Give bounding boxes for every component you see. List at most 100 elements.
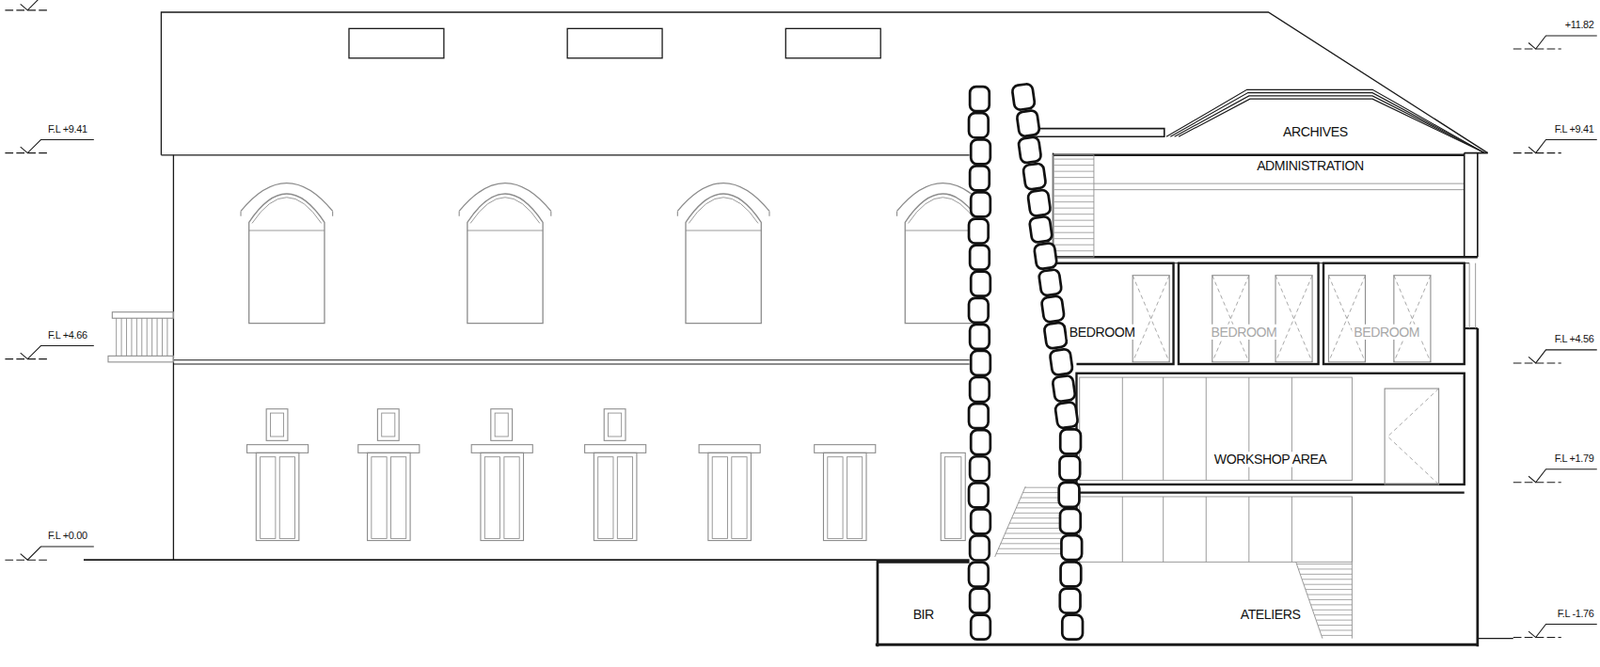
level-marker: [20, 546, 95, 560]
ground-line: [83, 558, 970, 561]
stair: [995, 486, 1353, 639]
stone-column: [1051, 375, 1076, 403]
stair: [1321, 634, 1352, 636]
stone-column: [969, 324, 990, 349]
room-box: ADMINISTRATION: [1252, 158, 1369, 177]
balcony: [136, 317, 138, 356]
stair: [1314, 614, 1352, 616]
glazing: [1205, 377, 1207, 562]
glazing: [1122, 377, 1124, 562]
balcony: [115, 317, 117, 356]
level-marker: [1528, 469, 1598, 483]
room-box: WORKSHOP AREA: [1209, 451, 1331, 471]
archives-roof: [1174, 95, 1486, 154]
stair: [1296, 561, 1323, 638]
administration-floor: [1054, 225, 1094, 227]
bedroom-window: [1132, 275, 1170, 363]
archives-roof: [1178, 98, 1485, 153]
stone-column: [1044, 321, 1068, 349]
stair: [1311, 603, 1353, 605]
arched-window: [470, 197, 540, 224]
ground-floor-window: [827, 457, 843, 539]
room-box: ATELIERS: [1235, 606, 1305, 626]
ground-floor-window: [814, 444, 876, 454]
stone-column: [970, 191, 991, 217]
ground-floor-window: [484, 457, 500, 539]
ground-floor-window: [390, 457, 406, 539]
stone-column: [1061, 535, 1082, 560]
room-name: BEDROOM: [1351, 324, 1422, 340]
arched-window: [685, 230, 761, 232]
glazing: [1079, 377, 1353, 639]
ground-line: [1477, 637, 1514, 639]
bedroom-window: [1328, 275, 1365, 363]
stone-column: [969, 456, 990, 481]
ground-floor-window: [494, 412, 508, 437]
level-label: F.L +4.56: [1553, 333, 1596, 347]
arched-window: [907, 197, 978, 224]
level-marker: [20, 140, 95, 154]
stair: [1319, 629, 1352, 631]
level-marker: [1513, 152, 1562, 154]
balcony: [108, 312, 174, 363]
section-cut-wall: [876, 559, 880, 647]
stair: [1313, 609, 1353, 611]
stair: [996, 553, 1072, 555]
balcony: [141, 317, 143, 356]
balcony: [108, 355, 174, 363]
ground-floor-window: [381, 412, 396, 437]
room-name: ARCHIVES: [1281, 124, 1350, 140]
stone-column: [1059, 456, 1080, 481]
ground-floor-window: [708, 452, 752, 540]
stair: [1307, 594, 1353, 596]
door: [1384, 388, 1439, 485]
stone-column: [970, 350, 991, 376]
door: [1387, 388, 1439, 485]
skylight: [785, 28, 881, 58]
ground-floor-window: [731, 457, 747, 539]
room-box: BEDROOM: [1064, 324, 1140, 344]
arched-window: [249, 193, 325, 324]
stone-column: [970, 429, 991, 455]
stone-column: [1027, 189, 1051, 217]
administration-floor: [1054, 201, 1094, 203]
section-cut-wall: [875, 643, 1479, 647]
glazing: [1162, 377, 1164, 562]
bedroom-window: [1212, 275, 1250, 363]
ground-floor-window: [712, 457, 728, 539]
ground-floor-window: [823, 452, 867, 540]
administration-floor: [1054, 195, 1094, 197]
room-name: BEDROOM: [1067, 324, 1138, 340]
ground-floor-window: [269, 412, 284, 437]
bedroom-window: [1275, 275, 1313, 363]
stone-column: [969, 86, 990, 111]
administration-floor: [1053, 154, 1465, 157]
stone-column: [1033, 242, 1058, 270]
level-marker: [4, 0, 1597, 638]
stone-column: [968, 562, 989, 587]
level-label: +11.82: [1564, 19, 1596, 32]
stone-column: [970, 615, 991, 640]
administration-floor: [1054, 250, 1094, 252]
level-marker: [20, 0, 95, 11]
roof-outline: [160, 154, 969, 156]
administration-floor: [1054, 189, 1094, 191]
arched-window: [685, 193, 761, 324]
arched-window: [467, 193, 543, 324]
room-name: BIR: [910, 606, 936, 622]
stair: [995, 486, 1027, 557]
administration-floor: [1054, 171, 1094, 173]
level-label: F.L +4.66: [47, 329, 89, 342]
room-name: BEDROOM: [1208, 324, 1279, 340]
level-marker: [1513, 636, 1562, 638]
level-marker: [4, 152, 47, 154]
stone-column: [968, 403, 989, 428]
level-marker: [4, 9, 47, 11]
room-box: BEDROOM: [1206, 324, 1282, 344]
stone-column: [969, 535, 990, 560]
stone-column: [1012, 83, 1036, 111]
ground-floor-window: [377, 409, 399, 442]
stair: [1303, 584, 1352, 586]
administration-floor: [1053, 153, 1489, 329]
